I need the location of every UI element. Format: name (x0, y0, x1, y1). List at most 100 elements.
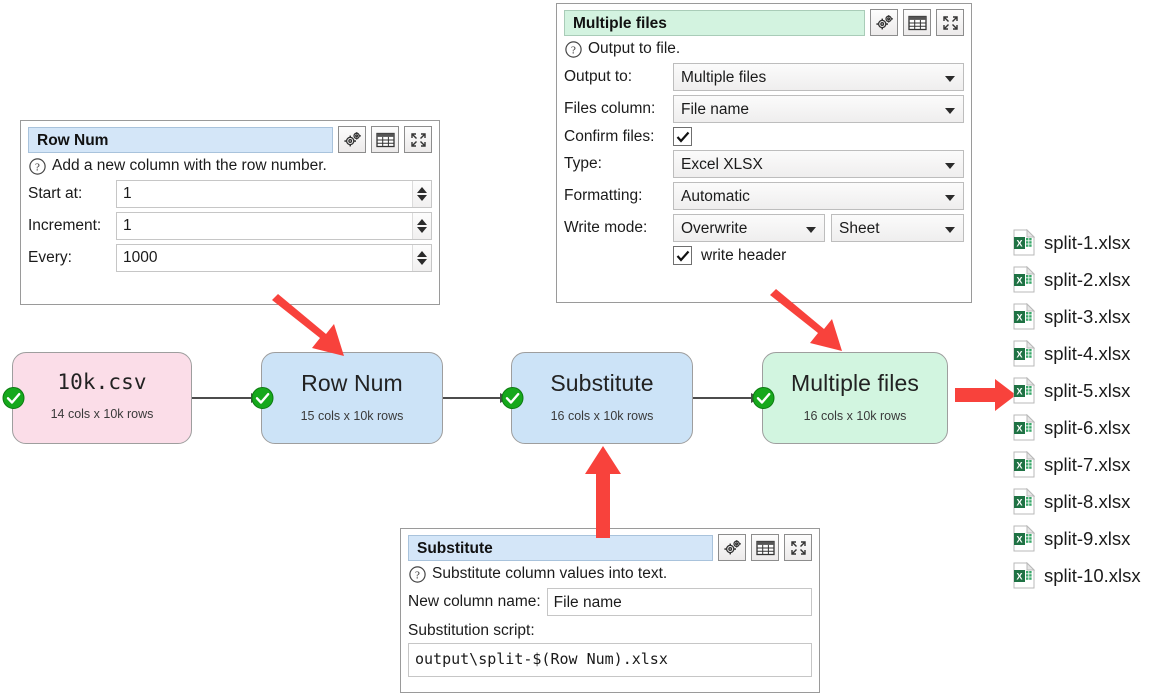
list-item[interactable]: X split-3.xlsx (1013, 298, 1141, 335)
list-item[interactable]: X split-6.xlsx (1013, 409, 1141, 446)
help-icon[interactable]: ? (29, 157, 46, 175)
substitution-script-input[interactable]: output\split-$(Row Num).xlsx (408, 643, 812, 677)
status-ok-icon (752, 387, 775, 409)
table-icon[interactable] (751, 534, 779, 561)
write-header-checkbox[interactable] (673, 246, 692, 265)
panel-title-input[interactable]: Row Num (28, 126, 333, 153)
list-item[interactable]: X split-5.xlsx (1013, 372, 1141, 409)
formatting-select[interactable]: Automatic (673, 182, 964, 210)
file-name-label: split-3.xlsx (1044, 305, 1131, 327)
field-row-write-header[interactable]: write header (673, 246, 964, 265)
annotation-arrow-to-substitute (585, 446, 621, 538)
excel-file-icon: X (1013, 525, 1035, 552)
field-row-start-at[interactable]: Start at: 1 (28, 180, 432, 208)
node-subtitle: 15 cols x 10k rows (300, 409, 404, 424)
svg-text:?: ? (415, 569, 420, 581)
field-label: Files column: (564, 100, 656, 117)
file-name-label: split-5.xlsx (1044, 379, 1131, 401)
field-label: Start at: (28, 185, 83, 202)
file-name-label: split-8.xlsx (1044, 490, 1131, 512)
flow-node-row-num[interactable]: Row Num 15 cols x 10k rows (251, 352, 443, 444)
file-name-label: split-1.xlsx (1044, 231, 1131, 253)
stepper-buttons[interactable] (412, 181, 431, 207)
output-to-select[interactable]: Multiple files (673, 63, 964, 91)
list-item[interactable]: X split-10.xlsx (1013, 557, 1141, 594)
every-stepper[interactable]: 1000 (116, 244, 432, 272)
table-icon[interactable] (903, 9, 931, 36)
panel-substitute[interactable]: Substitute (400, 528, 820, 693)
field-label: Output to: (564, 68, 633, 85)
panel-hint: ? Substitute column values into text. (409, 565, 812, 583)
list-item[interactable]: X split-4.xlsx (1013, 335, 1141, 372)
help-icon[interactable]: ? (409, 565, 426, 583)
panel-multiple-files[interactable]: Multiple files (556, 3, 972, 303)
flow-node-substitute[interactable]: Substitute 16 cols x 10k rows (501, 352, 693, 444)
field-row-type[interactable]: Type: Excel XLSX (564, 150, 964, 178)
svg-text:X: X (1016, 498, 1022, 508)
panel-hint: ? Add a new column with the row number. (29, 157, 432, 175)
excel-file-icon: X (1013, 229, 1035, 256)
start-at-stepper[interactable]: 1 (116, 180, 432, 208)
expand-icon[interactable] (936, 9, 964, 36)
excel-file-icon: X (1013, 377, 1035, 404)
field-label: Type: (564, 155, 602, 172)
file-name-label: split-7.xlsx (1044, 453, 1131, 475)
list-item[interactable]: X split-7.xlsx (1013, 446, 1141, 483)
flow-node-input[interactable]: 10k.csv 14 cols x 10k rows (2, 352, 192, 444)
panel-title-input[interactable]: Substitute (408, 534, 713, 561)
help-icon[interactable]: ? (565, 40, 582, 58)
sheet-select[interactable]: Sheet (831, 214, 964, 242)
write-header-label: write header (701, 246, 787, 264)
svg-text:X: X (1016, 276, 1022, 286)
list-item[interactable]: X split-8.xlsx (1013, 483, 1141, 520)
list-item[interactable]: X split-9.xlsx (1013, 520, 1141, 557)
field-row-increment[interactable]: Increment: 1 (28, 212, 432, 240)
panel-title-input[interactable]: Multiple files (564, 9, 865, 36)
node-subtitle: 16 cols x 10k rows (550, 409, 654, 424)
list-item[interactable]: X split-2.xlsx (1013, 261, 1141, 298)
output-file-list: X split-1.xlsx X split-2.xlsx X split-3.… (1013, 224, 1141, 594)
annotation-arrow-to-files (955, 379, 1016, 411)
svg-text:X: X (1016, 424, 1022, 434)
expand-icon[interactable] (404, 126, 432, 153)
files-column-select[interactable]: File name (673, 95, 964, 123)
field-row-formatting[interactable]: Formatting: Automatic (564, 182, 964, 210)
status-ok-icon (2, 387, 25, 409)
gear-icon[interactable] (718, 534, 746, 561)
stepper-buttons[interactable] (412, 245, 431, 271)
flow-node-multiple-files[interactable]: Multiple files 16 cols x 10k rows (752, 352, 948, 444)
file-name-label: split-10.xlsx (1044, 564, 1141, 586)
gear-icon[interactable] (338, 126, 366, 153)
check-icon (676, 250, 689, 262)
file-name-label: split-9.xlsx (1044, 527, 1131, 549)
svg-text:X: X (1016, 461, 1022, 471)
field-label: Every: (28, 249, 72, 266)
field-row-every[interactable]: Every: 1000 (28, 244, 432, 272)
panel-row-num[interactable]: Row Num (20, 120, 440, 305)
gear-icon[interactable] (870, 9, 898, 36)
svg-text:X: X (1016, 572, 1022, 582)
excel-file-icon: X (1013, 266, 1035, 293)
excel-file-icon: X (1013, 488, 1035, 515)
svg-text:?: ? (35, 161, 40, 173)
field-row-new-column-name[interactable]: New column name: File name (408, 588, 812, 616)
write-mode-select[interactable]: Overwrite (673, 214, 825, 242)
field-row-confirm-files[interactable]: Confirm files: (564, 127, 964, 146)
field-row-write-mode[interactable]: Write mode: Overwrite Sheet (564, 214, 964, 242)
increment-stepper[interactable]: 1 (116, 212, 432, 240)
expand-icon[interactable] (784, 534, 812, 561)
list-item[interactable]: X split-1.xlsx (1013, 224, 1141, 261)
confirm-files-checkbox[interactable] (673, 127, 692, 146)
field-row-files-column[interactable]: Files column: File name (564, 95, 964, 123)
type-select[interactable]: Excel XLSX (673, 150, 964, 178)
flow-link-2 (443, 393, 509, 403)
stepper-buttons[interactable] (412, 213, 431, 239)
node-title: Substitute (550, 370, 654, 396)
substitution-script-label: Substitution script: (408, 622, 535, 639)
new-column-name-input[interactable]: File name (546, 588, 812, 616)
file-name-label: split-2.xlsx (1044, 268, 1131, 290)
panel-hint-text: Output to file. (588, 40, 681, 57)
table-icon[interactable] (371, 126, 399, 153)
field-row-output-to[interactable]: Output to: Multiple files (564, 63, 964, 91)
annotation-arrow-to-row-num (272, 294, 344, 356)
